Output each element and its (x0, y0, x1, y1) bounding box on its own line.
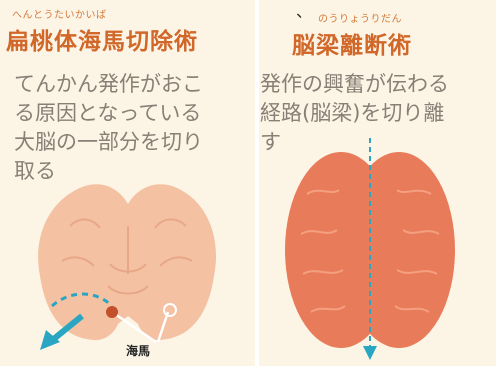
right-ruby: のうりょうりだん (318, 14, 402, 25)
hippocampus-left (106, 306, 118, 318)
right-title: 脳梁離断術 (292, 33, 412, 59)
brain-fold (61, 218, 193, 295)
desc-line: てんかん発作がおこ (14, 72, 203, 96)
desc-line: る原因となっている (14, 101, 202, 125)
desc-line: 発作の興奮が伝わる (260, 72, 449, 96)
mark: 、 (296, 2, 313, 21)
desc-line: す (260, 130, 281, 154)
brain-fold (300, 189, 440, 313)
hippocampus-pointer (156, 311, 170, 343)
cut-arrowhead (363, 346, 377, 360)
coronal-brain-diagram (38, 184, 217, 350)
desc-line: 大脳の一部分を切り (14, 130, 203, 154)
removal-arrowhead (40, 330, 60, 350)
left-title: 扁桃体海馬切除術 (6, 29, 198, 55)
left-ruby: へんとうたいかいば (12, 10, 107, 21)
hippocampus-right (163, 303, 177, 317)
brain-right-hemisphere (343, 152, 455, 348)
desc-line: 経路(脳梁)を切り離 (260, 101, 445, 125)
removal-arc (51, 292, 114, 308)
right-description: 発作の興奮が伝わる 経路(脳梁)を切り離 す (260, 70, 496, 157)
desc-line: 取る (14, 159, 56, 183)
hippocampus-pointer (111, 310, 157, 344)
hippocampus-label: 海馬 (126, 344, 151, 358)
removal-arrow (48, 313, 84, 345)
top-view-brain-diagram (285, 138, 455, 360)
left-description: てんかん発作がおこ る原因となっている 大脳の一部分を切り 取る (14, 70, 254, 186)
